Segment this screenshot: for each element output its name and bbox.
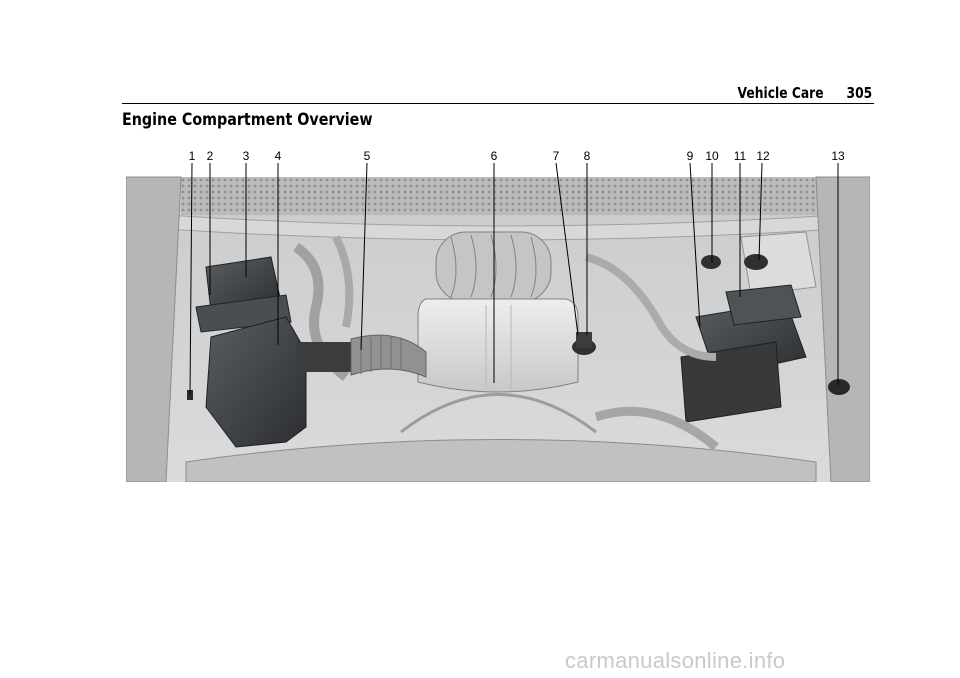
- callout-13: 13: [831, 149, 845, 163]
- callout-10: 10: [705, 149, 719, 163]
- callout-12: 12: [756, 149, 770, 163]
- page-number: 305: [846, 84, 872, 102]
- callout-2: 2: [207, 149, 214, 163]
- callout-9: 9: [687, 149, 694, 163]
- callout-5: 5: [364, 149, 371, 163]
- callout-3: 3: [243, 149, 250, 163]
- header-rule: [122, 103, 874, 104]
- callout-6: 6: [491, 149, 498, 163]
- callout-4: 4: [275, 149, 282, 163]
- callout-11: 11: [734, 149, 747, 163]
- callout-8: 8: [584, 149, 591, 163]
- running-header: Vehicle Care 305: [737, 84, 872, 102]
- watermark: carmanualsonline.info: [565, 648, 786, 673]
- engine-compartment-illustration: 1 2 3 4 5 6 7 8 9 10 11 12 13: [126, 145, 870, 482]
- callout-7: 7: [553, 149, 560, 163]
- page-title: Engine Compartment Overview: [122, 110, 373, 130]
- section-name: Vehicle Care: [737, 84, 824, 102]
- callout-1: 1: [189, 149, 196, 163]
